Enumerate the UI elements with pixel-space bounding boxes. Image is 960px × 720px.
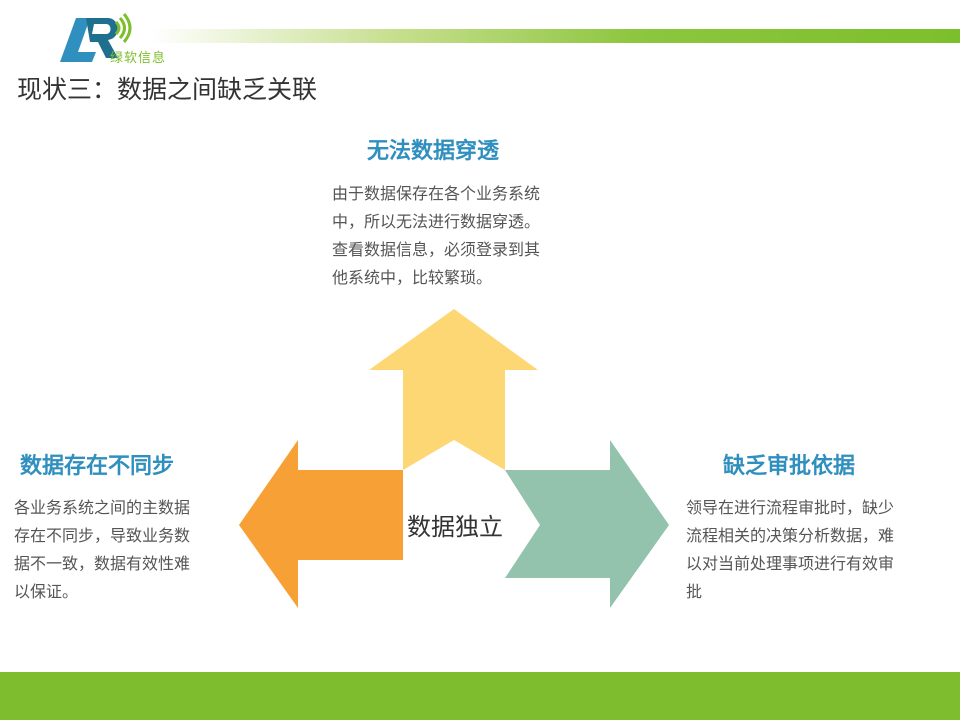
left-line-4: 以保证。 [14,582,79,601]
arrow-up [369,309,538,470]
top-line-4: 他系统中，比较繁琐。 [332,268,493,287]
left-line-2: 存在不同步，导致业务数 [14,526,191,545]
left-heading: 数据存在不同步 [20,454,175,479]
right-heading: 缺乏审批依据 [723,454,856,479]
center-label: 数据独立 [407,513,503,541]
left-line-3: 据不一致，数据有效性难 [14,554,191,573]
top-line-3: 查看数据信息，必须登录到其 [332,240,541,259]
header-stripe [150,29,960,43]
right-line-1: 领导在进行流程审批时，缺少 [686,498,895,517]
left-line-1: 各业务系统之间的主数据 [14,498,191,517]
company-logo [60,13,132,62]
right-description: 领导在进行流程审批时，缺少 流程相关的决策分析数据，难 以对当前处理事项进行有效… [686,494,894,606]
footer-bar [0,672,960,720]
right-line-4: 批 [686,582,703,601]
brand-name: 绿软信息 [110,51,167,66]
page-title: 现状三：数据之间缺乏关联 [17,75,318,104]
top-line-1: 由于数据保存在各个业务系统 [332,184,541,203]
arrow-left [239,440,403,608]
arrow-right [505,440,669,608]
right-line-3: 以对当前处理事项进行有效审 [686,554,895,573]
top-description: 由于数据保存在各个业务系统 中，所以无法进行数据穿透。 查看数据信息，必须登录到… [332,180,540,292]
top-line-2: 中，所以无法进行数据穿透。 [332,212,541,231]
right-line-2: 流程相关的决策分析数据，难 [686,526,895,545]
top-heading: 无法数据穿透 [367,139,500,164]
left-description: 各业务系统之间的主数据 存在不同步，导致业务数 据不一致，数据有效性难 以保证。 [14,494,190,606]
